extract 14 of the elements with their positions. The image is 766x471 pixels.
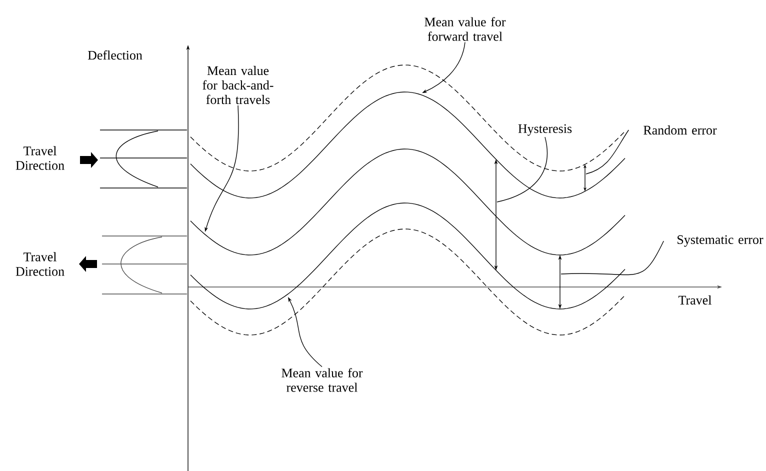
leader-line (496, 136, 548, 202)
axis-label: Travel (678, 295, 712, 305)
leader-line (586, 130, 629, 174)
leader-line (560, 240, 664, 276)
callout-text: Mean value for reverse travel (282, 368, 363, 392)
hysteresis-plot-drawing (190, 64, 626, 336)
callout-text: Mean value for forward travel (424, 17, 506, 41)
direction-label: Travel Direction (16, 252, 64, 276)
callout-text: Random error (644, 125, 717, 135)
direction-label: Travel Direction (16, 146, 64, 170)
axis-label: Deflection (88, 50, 142, 60)
callout-text: Hysteresis (518, 124, 572, 136)
callout-text: Systematic error (678, 235, 764, 247)
callout-text: Mean value for back-and-forth travels (202, 66, 274, 104)
